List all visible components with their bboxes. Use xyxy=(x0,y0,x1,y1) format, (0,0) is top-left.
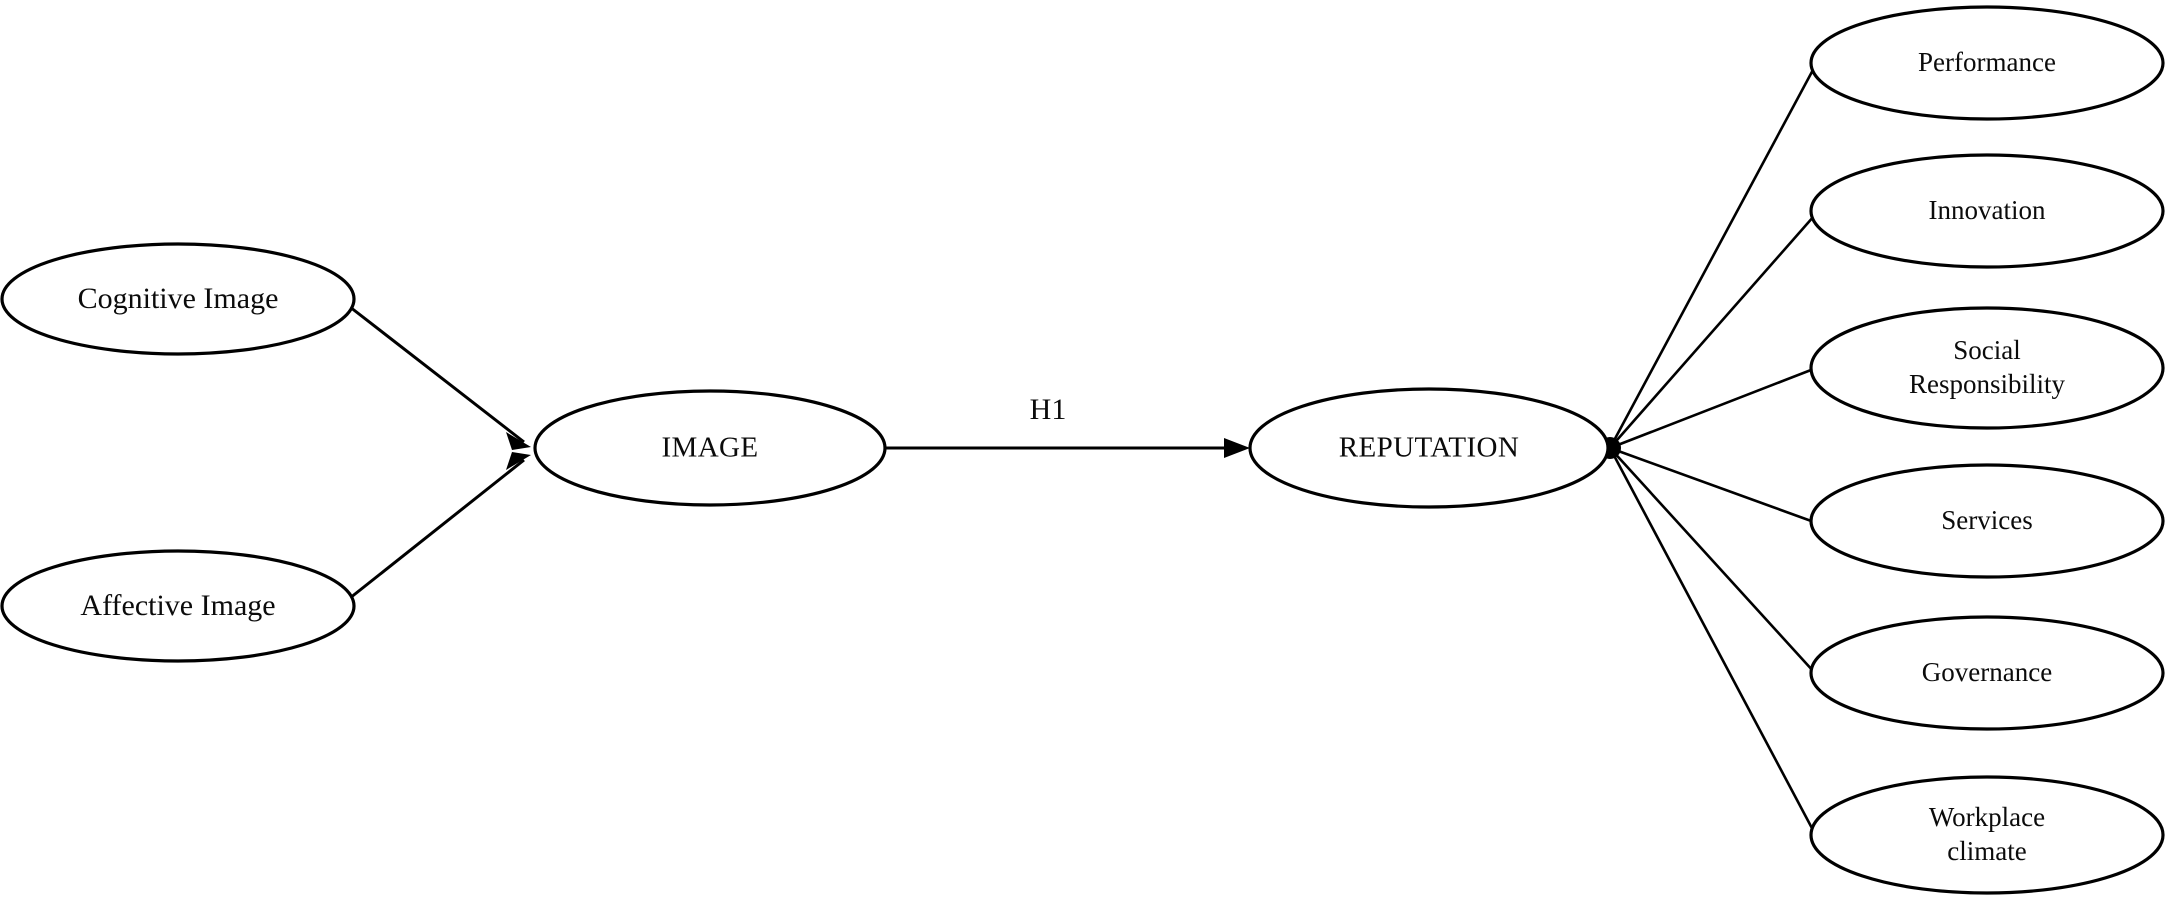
affective-image-label: Affective Image xyxy=(80,589,275,622)
node-affective-image[interactable]: Affective Image xyxy=(0,549,356,663)
governance-ellipse[interactable] xyxy=(1809,615,2165,731)
arrowhead-image-to-reputation xyxy=(1224,438,1250,458)
edge-reputation-to-governance xyxy=(1609,447,1815,673)
h1-path: H1 xyxy=(886,393,1250,458)
node-cognitive-image[interactable]: Cognitive Image xyxy=(0,242,356,356)
workplace-climate-label-line2: climate xyxy=(1947,836,2026,866)
node-workplace-climate[interactable]: Workplace climate xyxy=(1809,775,2165,895)
reputation-ellipse[interactable] xyxy=(1248,387,1610,509)
node-reputation[interactable]: REPUTATION xyxy=(1248,387,1610,509)
reputation-label: REPUTATION xyxy=(1339,432,1520,464)
node-innovation[interactable]: Innovation xyxy=(1809,153,2165,269)
affective-image-ellipse[interactable] xyxy=(0,549,356,663)
arrowhead-cognitive-to-image xyxy=(506,432,531,450)
dimension-connectors xyxy=(1599,67,1816,833)
social-responsibility-label-line2: Responsibility xyxy=(1909,369,2066,399)
edge-reputation-to-social-responsibility xyxy=(1609,368,1812,450)
services-label: Services xyxy=(1941,505,2032,535)
node-governance[interactable]: Governance xyxy=(1809,615,2165,731)
social-responsibility-ellipse[interactable] xyxy=(1809,306,2165,430)
arrowhead-affective-to-image xyxy=(506,452,531,470)
edge-affective-image-to-image xyxy=(349,458,525,600)
edge-reputation-to-innovation xyxy=(1609,215,1815,449)
cognitive-image-label: Cognitive Image xyxy=(78,282,279,315)
node-performance[interactable]: Performance xyxy=(1809,5,2165,121)
workplace-climate-ellipse[interactable] xyxy=(1809,775,2165,895)
governance-label: Governance xyxy=(1922,657,2052,687)
antecedent-connectors xyxy=(349,305,531,600)
workplace-climate-label-line1: Workplace xyxy=(1929,802,2045,832)
social-responsibility-label-line1: Social xyxy=(1953,335,2021,365)
innovation-ellipse[interactable] xyxy=(1809,153,2165,269)
h1-label: H1 xyxy=(1030,393,1067,426)
edge-reputation-to-services xyxy=(1609,446,1815,524)
image-label: IMAGE xyxy=(661,432,758,464)
innovation-label: Innovation xyxy=(1929,195,2046,225)
image-ellipse[interactable] xyxy=(533,389,887,507)
performance-label: Performance xyxy=(1918,47,2056,77)
node-services[interactable]: Services xyxy=(1809,463,2165,579)
node-social-responsibility[interactable]: Social Responsibility xyxy=(1809,306,2165,430)
edge-reputation-to-workplace-climate xyxy=(1608,447,1816,833)
edge-cognitive-image-to-image xyxy=(349,305,525,444)
cognitive-image-ellipse[interactable] xyxy=(0,242,356,356)
edge-reputation-to-performance xyxy=(1608,67,1816,449)
performance-ellipse[interactable] xyxy=(1809,5,2165,121)
services-ellipse[interactable] xyxy=(1809,463,2165,579)
node-image[interactable]: IMAGE xyxy=(533,389,887,507)
